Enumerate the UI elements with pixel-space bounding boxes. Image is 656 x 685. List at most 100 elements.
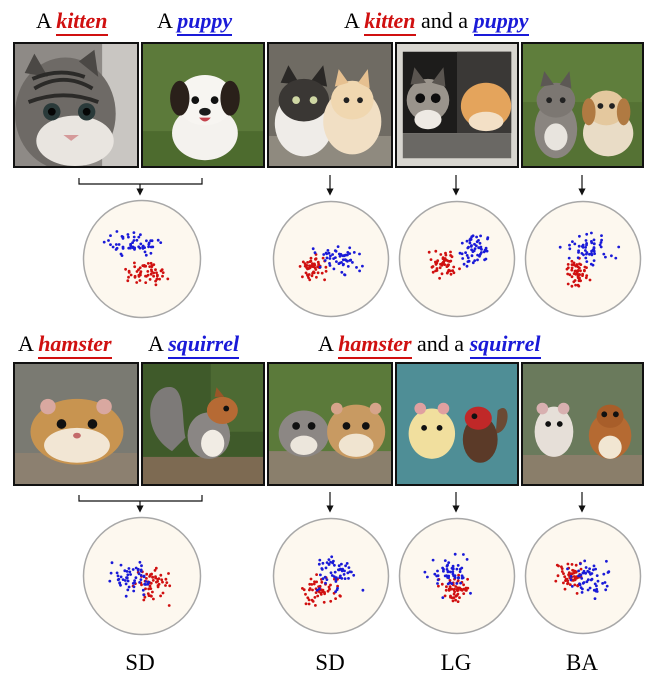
blue-point [588, 567, 591, 571]
blue-point [592, 568, 595, 572]
blue-point [568, 247, 572, 251]
concept-word-puppy: puppy [473, 8, 529, 36]
image-kitten-and-puppy-lg [395, 42, 519, 168]
red-point [453, 590, 456, 594]
red-point [462, 592, 466, 595]
blue-point [330, 574, 334, 577]
blue-point [352, 573, 356, 577]
caption-kitten: A kitten [36, 8, 108, 36]
blue-point [132, 589, 136, 593]
red-point [466, 586, 470, 590]
red-point [144, 281, 148, 284]
blue-point [129, 573, 132, 576]
blue-point [128, 570, 132, 574]
red-point [150, 268, 153, 272]
plot-frame [524, 517, 642, 635]
blue-point [459, 567, 462, 571]
red-point [161, 271, 165, 274]
red-point [151, 579, 155, 582]
blue-point [142, 593, 146, 597]
blue-point [141, 244, 145, 248]
red-point [302, 588, 306, 592]
blue-point [127, 235, 130, 239]
red-point [579, 269, 582, 273]
blue-point [159, 241, 163, 244]
blue-point [455, 582, 459, 585]
image-hamster-and-squirrel-ba [521, 362, 644, 486]
red-point [574, 264, 578, 268]
blue-point [355, 266, 358, 269]
red-point [573, 578, 577, 582]
blue-point [475, 240, 479, 244]
blue-point [590, 241, 594, 245]
blue-point [358, 252, 361, 256]
image-hamster-and-squirrel-sd [267, 362, 393, 486]
blue-point [573, 242, 577, 246]
blue-point [435, 574, 439, 578]
blue-point [329, 571, 333, 575]
blue-point [139, 574, 143, 577]
concept-word-squirrel: squirrel [469, 331, 541, 359]
red-point [329, 583, 332, 587]
red-point [567, 573, 570, 577]
scatter-plot-kitten-puppy-ba [524, 199, 642, 319]
red-point [583, 268, 586, 272]
blue-point [476, 253, 479, 257]
red-point [141, 264, 145, 267]
red-point [572, 575, 576, 578]
concept-word-hamster: hamster [38, 331, 112, 359]
red-point [304, 602, 308, 606]
red-point [301, 260, 305, 264]
blue-point [137, 235, 141, 239]
blue-point [134, 576, 138, 580]
red-point [309, 577, 313, 581]
red-point [334, 597, 337, 600]
red-point [566, 582, 569, 586]
blue-point [313, 251, 317, 255]
caption-hamster-and-squirrel: A hamster and a squirrel [318, 331, 541, 359]
red-point [449, 272, 453, 276]
red-point [306, 273, 309, 277]
red-point [133, 274, 137, 278]
blue-point [149, 245, 153, 249]
blue-point [451, 567, 455, 570]
blue-point [588, 252, 591, 256]
plot-frame [82, 199, 202, 319]
red-point [574, 563, 578, 567]
red-point [566, 282, 570, 286]
red-point [322, 600, 326, 604]
blue-point [591, 263, 595, 267]
concept-word-squirrel: squirrel [168, 331, 240, 359]
blue-point [602, 252, 606, 256]
blue-point [594, 567, 597, 571]
blue-point [135, 238, 139, 242]
red-point [456, 589, 459, 592]
blue-point [142, 575, 146, 579]
blue-point [115, 230, 119, 233]
red-point [572, 272, 576, 275]
image-hamster [13, 362, 139, 486]
red-point [577, 279, 581, 283]
red-point [147, 594, 151, 597]
red-point [314, 268, 318, 271]
red-point [156, 273, 159, 277]
red-point [581, 272, 584, 276]
blue-point [149, 251, 153, 255]
red-point [566, 263, 570, 266]
blue-point [119, 252, 123, 256]
blue-point [465, 558, 469, 561]
blue-point [460, 252, 464, 256]
red-point [449, 254, 452, 257]
image-squirrel [141, 362, 265, 486]
red-point [574, 283, 577, 287]
red-point [452, 271, 456, 275]
blue-point [436, 578, 440, 582]
blue-point [127, 585, 131, 589]
red-point [449, 269, 452, 273]
red-point [588, 278, 592, 282]
red-point [129, 273, 133, 277]
blue-point [476, 258, 479, 262]
blue-point [593, 597, 597, 600]
red-point [442, 259, 446, 263]
red-point [452, 592, 456, 596]
